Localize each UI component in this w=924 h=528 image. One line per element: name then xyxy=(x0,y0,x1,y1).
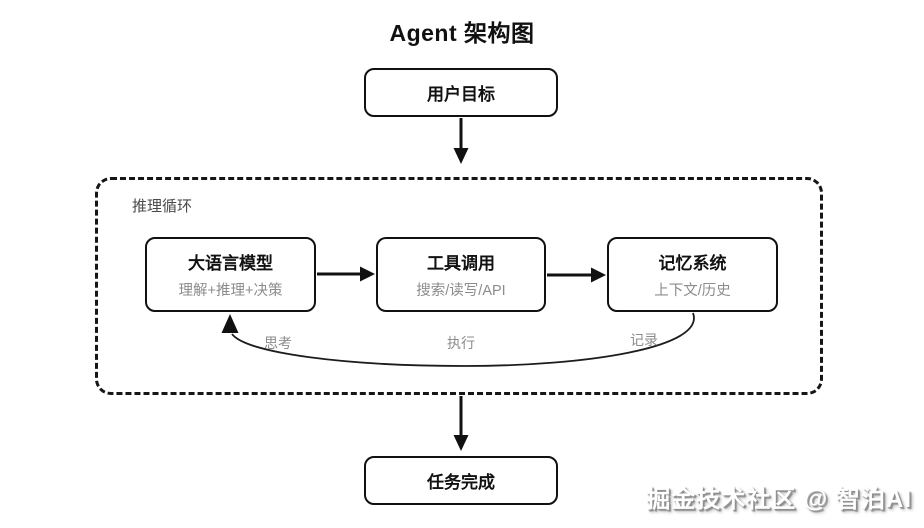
diagram-title: Agent 架构图 xyxy=(389,20,535,46)
node-llm-subtitle: 理解+推理+决策 xyxy=(178,283,283,299)
arrow-user-goal-to-loop xyxy=(453,118,469,164)
node-user-goal-label: 用户目标 xyxy=(427,85,495,104)
node-llm-title: 大语言模型 xyxy=(188,254,273,273)
node-llm: 大语言模型 理解+推理+决策 xyxy=(145,237,316,312)
node-tools-subtitle: 搜索/读写/API xyxy=(416,283,506,299)
node-tools: 工具调用 搜索/读写/API xyxy=(376,237,546,312)
node-task-done: 任务完成 xyxy=(364,456,558,505)
edge-label-execute: 执行 xyxy=(447,335,475,351)
node-user-goal: 用户目标 xyxy=(364,68,558,117)
reasoning-loop-label: 推理循环 xyxy=(132,198,193,215)
edge-label-record: 记录 xyxy=(630,332,658,348)
node-memory: 记忆系统 上下文/历史 xyxy=(607,237,778,312)
node-memory-title: 记忆系统 xyxy=(658,254,727,273)
node-tools-title: 工具调用 xyxy=(427,254,495,273)
node-task-done-label: 任务完成 xyxy=(427,473,495,492)
node-memory-subtitle: 上下文/历史 xyxy=(654,283,731,299)
arrow-loop-to-task-done xyxy=(453,396,469,451)
edge-label-think: 思考 xyxy=(264,335,292,351)
reasoning-loop-container: 推理循环 xyxy=(95,177,823,395)
watermark: 掘金技术社区 @ 智泊AI xyxy=(646,486,912,513)
